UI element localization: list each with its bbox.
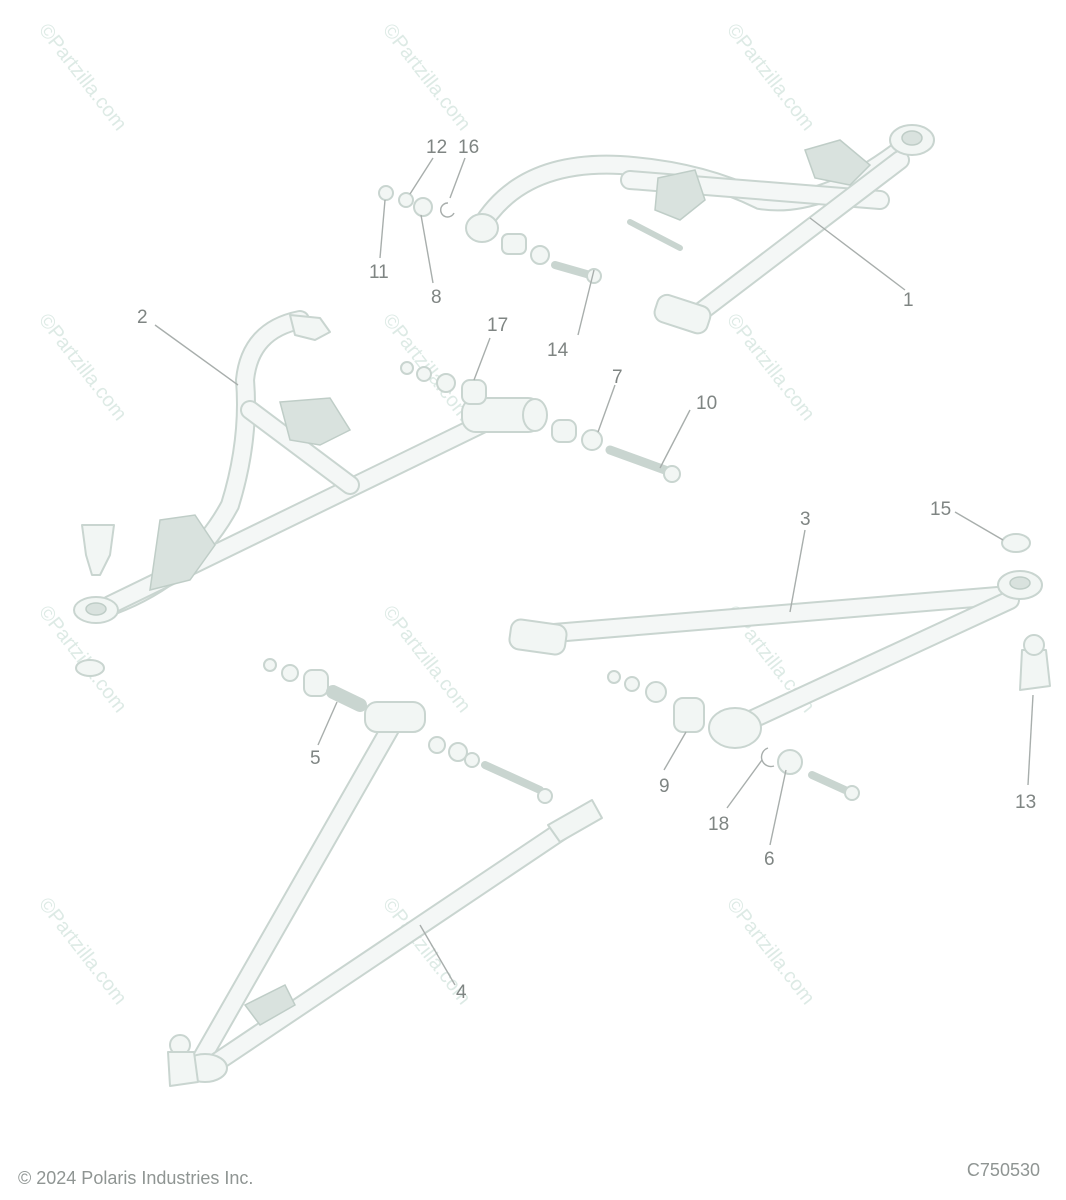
callout-8: 8: [431, 287, 442, 308]
watermark-text: ©Partzilla.com: [722, 310, 819, 425]
callout-14: 14: [547, 340, 569, 361]
watermark-text: ©Partzilla.com: [34, 20, 131, 135]
hardware-upper: [378, 185, 602, 284]
callout-2: 2: [137, 307, 148, 328]
callout-10: 10: [696, 393, 717, 414]
callout-6: 6: [764, 849, 775, 870]
watermark-text: ©Partzilla.com: [34, 310, 131, 425]
callout-4: 4: [456, 982, 467, 1003]
a-arm-left: [73, 310, 548, 624]
callout-3: 3: [800, 509, 811, 530]
callout-18: 18: [708, 814, 729, 835]
callout-13: 13: [1015, 792, 1036, 813]
callout-labels: 1 2 3 4 5 6 7 8 9 10 11 12 13 14 15 16 1…: [137, 137, 1036, 1003]
callout-16: 16: [458, 137, 479, 158]
hardware-lower: [75, 658, 553, 804]
callout-12: 12: [426, 137, 447, 158]
a-arm-lower-right: [508, 533, 1051, 749]
copyright-text: © 2024 Polaris Industries Inc.: [18, 1168, 254, 1188]
callout-9: 9: [659, 776, 670, 797]
a-arm-upper-right: [465, 124, 935, 335]
watermark-text: ©Partzilla.com: [34, 894, 131, 1009]
callout-1: 1: [903, 290, 914, 311]
leader-lines: [154, 157, 1034, 986]
watermark-text: ©Partzilla.com: [722, 894, 819, 1009]
hardware-middle: [400, 361, 681, 483]
watermark-text: ©Partzilla.com: [378, 602, 475, 717]
callout-15: 15: [930, 499, 951, 520]
callout-7: 7: [612, 367, 623, 388]
a-arm-bottom: [167, 701, 603, 1087]
callout-11: 11: [369, 262, 389, 283]
watermark-text: ©Partzilla.com: [722, 20, 819, 135]
callout-5: 5: [310, 748, 321, 769]
hardware-right: [607, 670, 860, 801]
watermark-text: ©Partzilla.com: [378, 20, 475, 135]
diagram-code: C750530: [966, 1160, 1040, 1180]
callout-17: 17: [487, 315, 508, 336]
